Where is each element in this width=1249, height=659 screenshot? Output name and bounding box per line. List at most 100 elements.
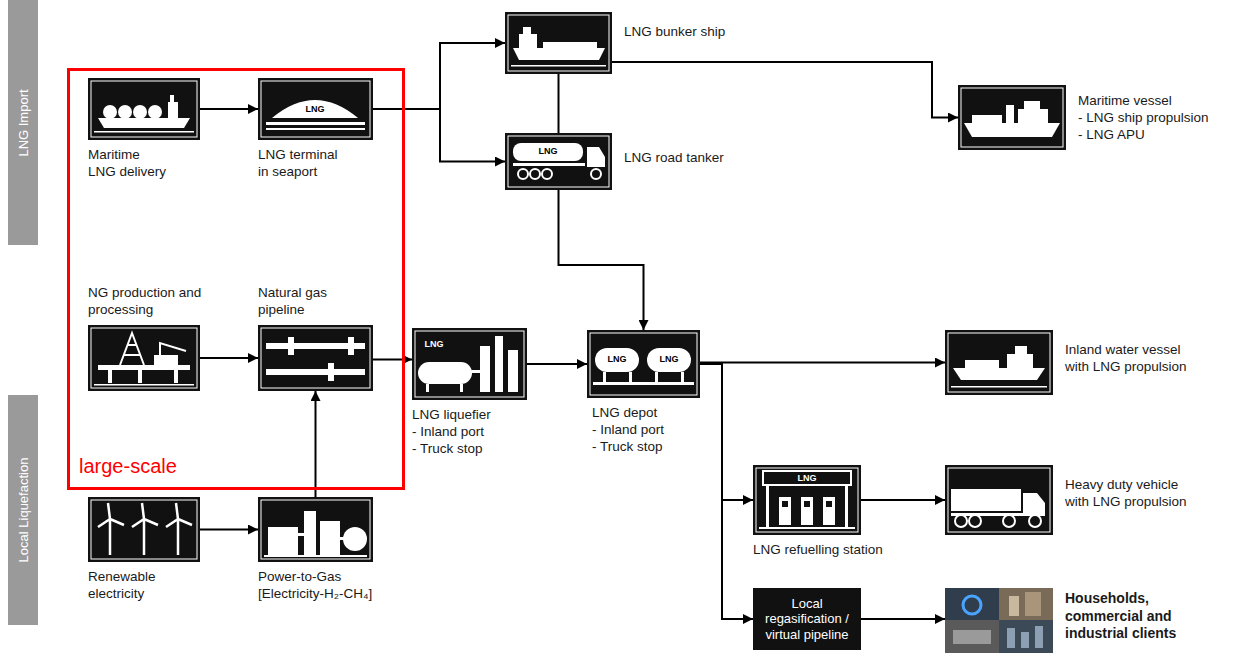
gas-platform-icon-part [174, 370, 178, 383]
text-holder: Inland water vessel with LNG propulsion [1065, 342, 1205, 376]
gas-platform-icon-part [160, 343, 186, 355]
station-icon-part [823, 497, 835, 525]
road-tanker-icon [505, 133, 612, 190]
clients-photo [945, 588, 1053, 653]
bunker-ship-icon-part [519, 34, 537, 48]
truck-icon-part [948, 468, 1050, 532]
pipeline-icon-part [348, 337, 354, 355]
inland-vessel-icon-part [948, 333, 1050, 392]
pipeline-icon-part [288, 337, 294, 355]
icon-text: LNG [608, 355, 627, 364]
wind-turbine-icon-part [166, 503, 192, 555]
wind-turbine-icon-part [91, 500, 197, 559]
lng-carrier-icon-part [91, 81, 197, 137]
process-box: Local regasification / virtual pipeline [753, 588, 861, 650]
road-tanker-icon-part [513, 163, 585, 166]
flow-arrow [200, 108, 258, 110]
pipeline-icon-part [266, 369, 365, 375]
text-holder: LNG liquefier- Inland port- Truck stop [412, 407, 491, 458]
flow-arrow [700, 364, 753, 500]
truck-icon [945, 465, 1053, 535]
lng-carrier-icon-part [133, 105, 147, 119]
inland-vessel-icon-part [965, 360, 999, 368]
icon-box: Power-to-Gas[Electricity-H₂-CH₄] [258, 497, 373, 562]
truck-icon-part [969, 515, 981, 527]
liquefier-icon-part [480, 346, 490, 392]
bunker-ship-icon-part [513, 48, 605, 60]
power-to-gas-icon-part [264, 555, 367, 557]
truck-icon-part [955, 515, 967, 527]
photo-box: Households, commercial and industrial cl… [945, 588, 1053, 653]
terminal-icon-part [261, 81, 370, 137]
station-icon-part [763, 471, 851, 485]
gas-platform-icon-part [154, 355, 178, 365]
depot-icon-part [590, 333, 697, 395]
wind-turbine-icon-part [132, 503, 158, 555]
inland-vessel-icon-part [951, 386, 1047, 388]
station-icon-part [753, 465, 861, 535]
lng-carrier-icon-part [94, 131, 194, 133]
text-holder: LNG refuelling station [753, 542, 883, 559]
truck-icon-part [951, 489, 1021, 511]
text-holder: LNG depot- Inland port- Truck stop [592, 405, 664, 456]
lng-carrier-icon-part [170, 95, 174, 102]
lng-carrier-icon-part [88, 78, 200, 140]
station-icon [753, 465, 861, 535]
road-tanker-icon-part [505, 133, 612, 190]
station-icon-part [766, 485, 769, 529]
icon-box: NG production and processing [88, 325, 200, 391]
inland-vessel-icon-part [953, 368, 1045, 380]
clients-photo-part [953, 630, 991, 644]
vessel-icon-part [1006, 105, 1014, 123]
inland-vessel-icon-part [945, 330, 1053, 395]
terminal-icon [258, 78, 373, 140]
icon-label: Inland water vessel with LNG propulsion [1065, 342, 1205, 376]
clients-photo-part [1007, 628, 1015, 648]
road-tanker-icon-part [587, 147, 605, 167]
section-band: LNG Import [8, 0, 38, 245]
icon-box: Natural gas pipeline [258, 325, 373, 391]
clients-photo-part [1035, 626, 1043, 648]
box-label: Local regasification / virtual pipeline [757, 596, 857, 643]
icon-text: LNG [425, 340, 444, 349]
pipeline-icon-part [258, 325, 373, 391]
icon-label: LNG terminal in seaport [258, 147, 346, 181]
terminal-icon-part [272, 100, 358, 118]
power-to-gas-icon-part [268, 527, 298, 555]
text-holder: Maritime LNG delivery [88, 147, 170, 181]
bunker-ship-icon [505, 12, 612, 74]
text-holder: Maritime vessel- LNG ship propulsion- LN… [1078, 93, 1209, 144]
terminal-icon-part [266, 122, 365, 125]
text-holder: NG production and processing [88, 285, 238, 319]
icon-text: LNG [306, 105, 325, 114]
icon-box: Inland water vessel with LNG propulsion [945, 330, 1053, 395]
icon-label: NG production and processing [88, 285, 238, 319]
flow-arrow [373, 43, 505, 109]
station-icon-part [826, 501, 832, 507]
road-tanker-icon-part [513, 143, 583, 161]
text-holder: LNG bunker ship [624, 24, 725, 41]
terminal-icon-part [258, 78, 373, 140]
bunker-ship-icon-part [505, 12, 612, 74]
icon-label: [Electricity-H₂-CH₄] [258, 586, 372, 603]
text-holder: Natural gas pipeline [258, 285, 353, 319]
power-to-gas-icon-part [298, 533, 304, 536]
text-holder: Renewable electricity [88, 569, 188, 603]
text-holder: Local Liquefaction [16, 458, 31, 563]
vessel-icon-part [1018, 109, 1048, 123]
vessel-icon-part [964, 123, 1060, 137]
gas-platform-icon-part [91, 328, 197, 388]
depot-icon-part [647, 348, 691, 372]
liquefier-icon-part [412, 328, 527, 400]
truck-icon-part [945, 465, 1053, 535]
text-holder: LNG terminal in seaport [258, 147, 346, 181]
flow-arrow [558, 74, 560, 133]
gas-platform-icon-part [98, 365, 190, 370]
liquefier-icon-part [418, 362, 472, 384]
flow-arrow [700, 364, 753, 619]
scale-region: Maritime LNG delivery LNG terminal in sea… [67, 68, 405, 490]
icon-label: - Truck stop [412, 441, 491, 458]
gas-platform-icon-part [88, 325, 200, 391]
